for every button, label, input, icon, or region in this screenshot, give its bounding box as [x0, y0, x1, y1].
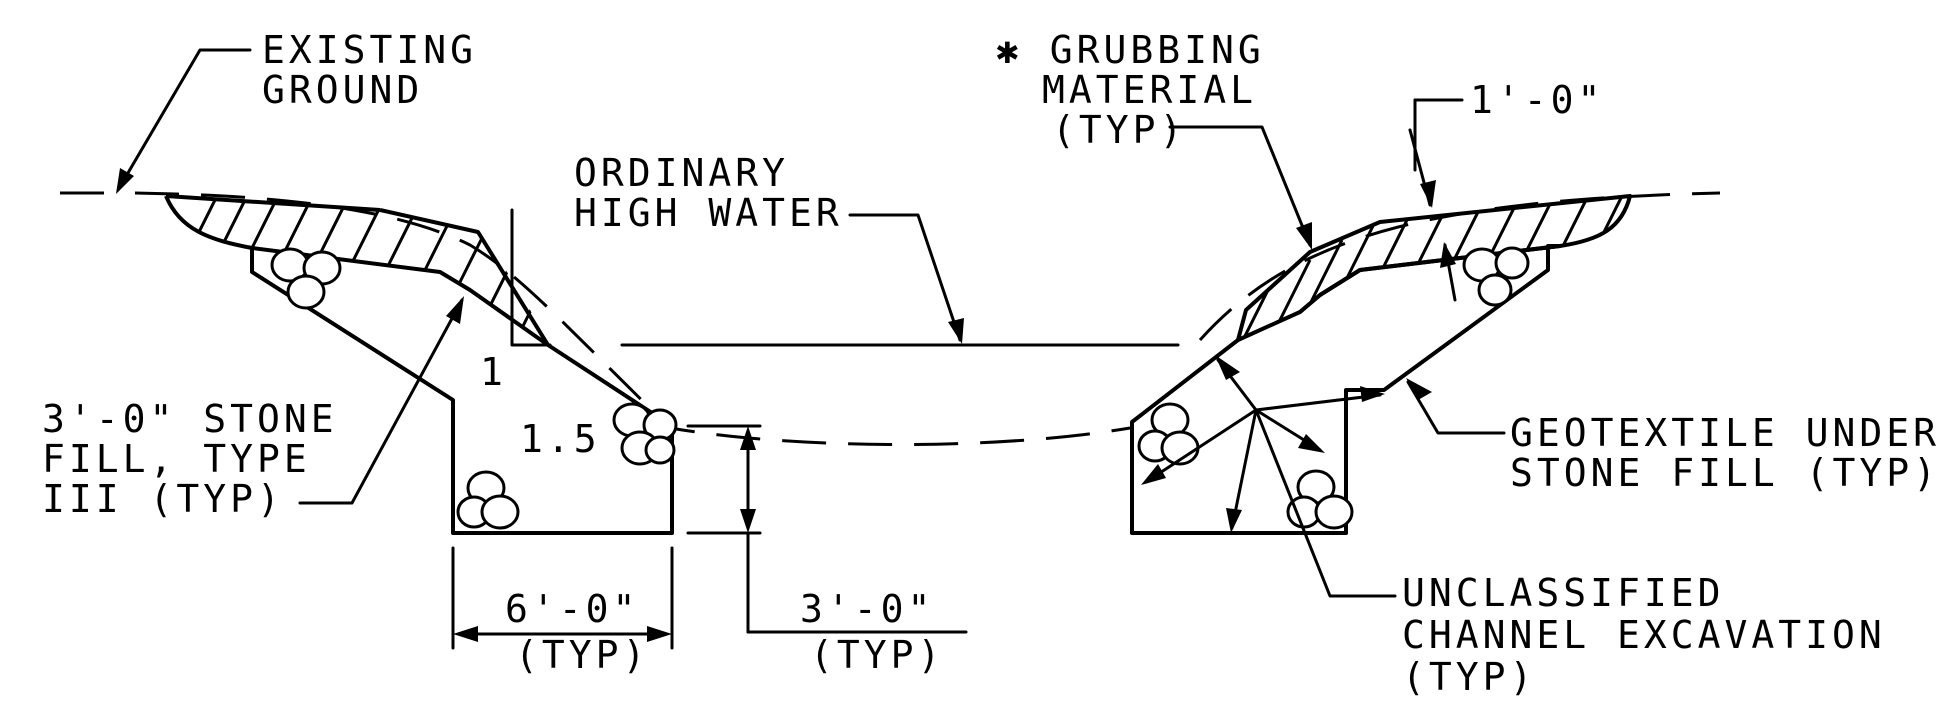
slope-run-text: 1.5	[520, 417, 601, 461]
six-foot-text: 6'-0"	[505, 587, 639, 631]
unclassified-line-1: UNCLASSIFIED	[1402, 571, 1725, 615]
label-geotextile: GEOTEXTILE UNDER STONE FILL (TYP)	[1510, 411, 1938, 495]
unclassified-line-3: (TYP)	[1402, 655, 1536, 699]
leader-grubbing	[1168, 125, 1312, 250]
leader-stone-fill	[298, 296, 464, 505]
leader-unclassified	[1141, 355, 1397, 598]
dimension-one-foot	[1408, 98, 1464, 302]
label-stone-fill: 3'-0" STONE FILL, TYPE III (TYP)	[42, 397, 338, 521]
stone-fill-line-3: III (TYP)	[42, 477, 284, 521]
ohw-line-1: ORDINARY	[574, 151, 789, 195]
label-slope: 1 1.5	[480, 350, 601, 461]
geotextile-line-2: STONE FILL (TYP)	[1510, 451, 1938, 495]
one-foot-text: 1'-0"	[1470, 78, 1604, 122]
dimension-six-foot	[451, 546, 674, 650]
ohw-line-2: HIGH WATER	[574, 191, 843, 235]
three-foot-text: 3'-0"	[800, 587, 934, 631]
six-foot-typ: (TYP)	[515, 633, 649, 677]
geotextile-line-1: GEOTEXTILE UNDER	[1510, 411, 1938, 455]
stone-fill-line-2: FILL, TYPE	[42, 437, 311, 481]
dimension-three-foot	[686, 424, 968, 634]
label-ohw: ORDINARY HIGH WATER	[574, 151, 843, 235]
grubbing-line-3: (TYP)	[1052, 108, 1186, 152]
existing-ground-line	[60, 191, 1721, 446]
label-grubbing: ✱ GRUBBING MATERIAL (TYP)	[996, 28, 1265, 152]
leader-ohw	[848, 213, 964, 344]
leader-geotextile	[1406, 378, 1506, 435]
existing-ground-line-1: EXISTING	[262, 28, 477, 72]
existing-ground-line-2: GROUND	[262, 68, 423, 112]
slope-rise-text: 1	[480, 350, 507, 394]
label-three-foot: 3'-0" (TYP)	[800, 587, 944, 677]
leader-existing-ground	[116, 48, 252, 194]
label-unclassified: UNCLASSIFIED CHANNEL EXCAVATION (TYP)	[1402, 571, 1886, 699]
three-foot-typ: (TYP)	[810, 633, 944, 677]
label-one-foot: 1'-0"	[1470, 78, 1604, 122]
left-rocks	[270, 247, 678, 530]
right-rocks	[1137, 246, 1530, 530]
left-grubbing-material	[164, 194, 550, 347]
stone-fill-line-1: 3'-0" STONE	[42, 397, 338, 441]
unclassified-line-2: CHANNEL EXCAVATION	[1402, 613, 1886, 657]
grubbing-line-1: ✱ GRUBBING	[996, 28, 1265, 72]
right-stone-fill	[1130, 244, 1562, 535]
label-six-foot: 6'-0" (TYP)	[505, 587, 649, 677]
grubbing-line-2: MATERIAL	[1042, 68, 1257, 112]
label-existing-ground: EXISTING GROUND	[262, 28, 477, 112]
